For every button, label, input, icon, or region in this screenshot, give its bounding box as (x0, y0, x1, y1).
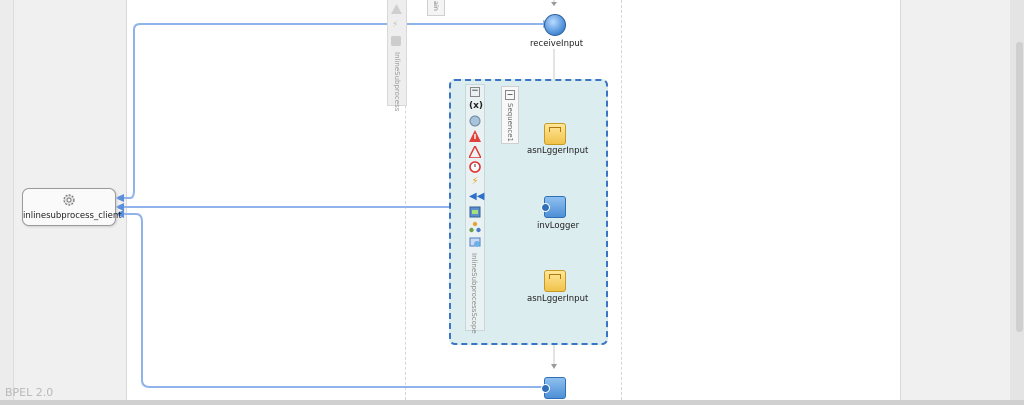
message-icon[interactable] (469, 236, 481, 248)
main-scope-label: ain (432, 1, 440, 11)
receive-label: receiveInput (530, 39, 584, 49)
termination-icon[interactable] (469, 206, 481, 218)
scope-label: InlineSubprocessScope (470, 253, 478, 334)
assign-icon[interactable] (544, 123, 566, 145)
flow-arrow (551, 364, 557, 369)
external-references-lane (900, 0, 1011, 405)
activity-icon (391, 36, 401, 46)
invoke-port-icon (541, 203, 550, 212)
assign2-label: asnLggerInput (527, 294, 589, 304)
invoke-label: invLogger (537, 221, 580, 231)
bpel-version-label: BPEL 2.0 (5, 386, 54, 399)
assign-glyph (549, 127, 561, 132)
inline-subprocess-panel[interactable]: ⚡ InlineSubprocess (387, 0, 407, 111)
scrollbar-thumb[interactable] (1016, 42, 1023, 332)
main-scope-tab[interactable]: ain (427, 0, 445, 16)
reply-arrowhead (115, 210, 124, 218)
receive-connector (121, 23, 543, 199)
horizontal-scrollbar[interactable] (0, 400, 1024, 405)
reply-port-icon (541, 384, 550, 393)
correlation-icon[interactable] (469, 115, 481, 127)
collapse-icon[interactable]: − (505, 90, 515, 100)
lane-divider (621, 0, 622, 405)
receive-start-arrowhead (115, 194, 124, 202)
assign-icon[interactable] (544, 270, 566, 292)
partner-link-icon[interactable] (469, 221, 481, 233)
partner-link-inlinesubprocess-client[interactable]: inlinesubprocess_client (22, 188, 122, 226)
scope-toolbar: − (x) ⚡ ◀◀ InlineSubprocessScope (465, 84, 485, 334)
assign1-label: asnLggerInput (527, 146, 589, 156)
event-icon[interactable]: ⚡ (471, 176, 479, 187)
left-margin (0, 0, 14, 405)
invoke-icon[interactable] (541, 196, 566, 218)
flash-icon: ⚡ (392, 20, 399, 30)
inline-subprocess-label: InlineSubprocess (393, 52, 401, 112)
alarm-icon[interactable] (469, 161, 481, 173)
variables-icon[interactable]: (x) (469, 101, 484, 111)
sequence-label: Sequence1 (506, 103, 514, 142)
gear-icon (63, 194, 75, 206)
compensation-icon[interactable]: ◀◀ (469, 191, 485, 202)
assign-glyph (549, 274, 561, 279)
partner-link-label: inlinesubprocess_client (23, 211, 122, 221)
warning-icon (391, 4, 402, 14)
catch-all-icon[interactable] (467, 144, 483, 159)
fault-handler-icon[interactable] (469, 130, 481, 142)
lane-divider (405, 0, 406, 405)
reply-connector (121, 213, 542, 388)
reply-icon[interactable] (541, 377, 566, 399)
sequence-tab[interactable]: − Sequence1 (501, 86, 519, 144)
receive-icon[interactable] (544, 14, 566, 36)
collapse-icon[interactable]: − (470, 86, 480, 97)
invoke-arrowhead (115, 203, 124, 211)
